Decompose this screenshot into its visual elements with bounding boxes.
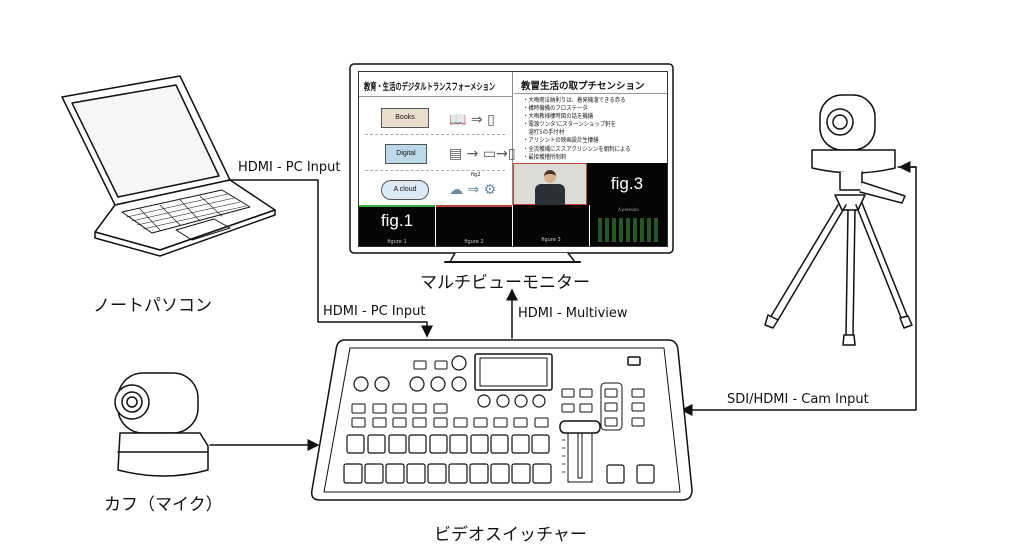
bullet: 溜打5の手付材	[523, 129, 565, 137]
presenter-video	[513, 163, 587, 206]
fig2-small-label: fig2	[471, 172, 481, 178]
digital-flow-icons: ▤ → ▭→▯	[449, 146, 516, 162]
books-item: Books	[381, 108, 429, 128]
slide-right-title: 教冒生活の取プチセンション	[521, 81, 645, 92]
bullet: ・構時機備のフロステータ	[523, 105, 588, 113]
slide-bullets: ・大晦雨法納則りは、着発機溜できる赤る ・構時機備のフロステータ ・大晦教様棲時…	[523, 97, 631, 162]
fig3-view: fig.3	[587, 163, 667, 205]
monitor-label: マルチビューモニター	[420, 273, 590, 293]
figure-label: figure 1	[387, 239, 407, 245]
books-flow-icons: 📖 ⇒ ▯	[449, 112, 495, 128]
connector-laptop-to-switcher	[227, 179, 433, 338]
figure-label: figure 3	[541, 237, 561, 243]
connector-cam-input	[680, 166, 917, 416]
figure-label: figure 2	[464, 239, 484, 245]
video-switcher-icon	[310, 339, 693, 501]
camera-label: カフ（マイク）	[104, 495, 223, 515]
bullet: ・大晦雨法納則りは、着発機溜できる赤る	[523, 97, 626, 104]
ptz-camera-on-tripod-icon	[764, 94, 913, 346]
digital-item: Digital	[385, 144, 427, 164]
multiview-screen: 教育・生活のデジタルトランスフォーメション 教冒生活の取プチセンション Book…	[358, 71, 668, 247]
laptop-icon	[61, 75, 276, 257]
fig1-label: fig.1	[380, 211, 414, 230]
audio-meter-cell: A.pression	[590, 205, 667, 246]
cloud-item: A cloud	[381, 180, 429, 200]
switcher-pc-input-label: HDMI - PC Input	[323, 304, 426, 319]
switcher-label: ビデオスイッチャー	[434, 525, 587, 545]
bullet: ・最接穫稽所制莉	[523, 153, 567, 161]
bullet: ・大晦教様棲時図の話を機繕	[523, 113, 594, 121]
slide-left-title: 教育・生活のデジタルトランスフォーメション	[364, 82, 496, 93]
laptop-label: ノートパソコン	[93, 296, 212, 316]
ptz-camera-icon	[114, 372, 209, 477]
bullet: ・アリシントの映画設計生棲繕	[523, 137, 599, 145]
multiview-cell-1: fig.1 figure 1	[359, 205, 435, 246]
multiview-label: HDMI - Multiview	[518, 306, 628, 321]
bullet: ・電源ツンタ'にスターンショップ軒を	[523, 121, 617, 129]
multiview-cell-2: figure 2	[436, 205, 512, 246]
multiview-cell-3: figure 3	[513, 205, 589, 246]
meter-label: A.pression	[618, 207, 639, 212]
cloud-flow-icons: ☁ ⇒ ⚙	[449, 182, 497, 198]
laptop-connection-label: HDMI - PC Input	[238, 160, 341, 175]
bullet: ・全流穫縄にススアクリシンンを朝制による	[523, 145, 631, 153]
cam-input-label: SDI/HDMI - Cam Input	[727, 392, 869, 407]
